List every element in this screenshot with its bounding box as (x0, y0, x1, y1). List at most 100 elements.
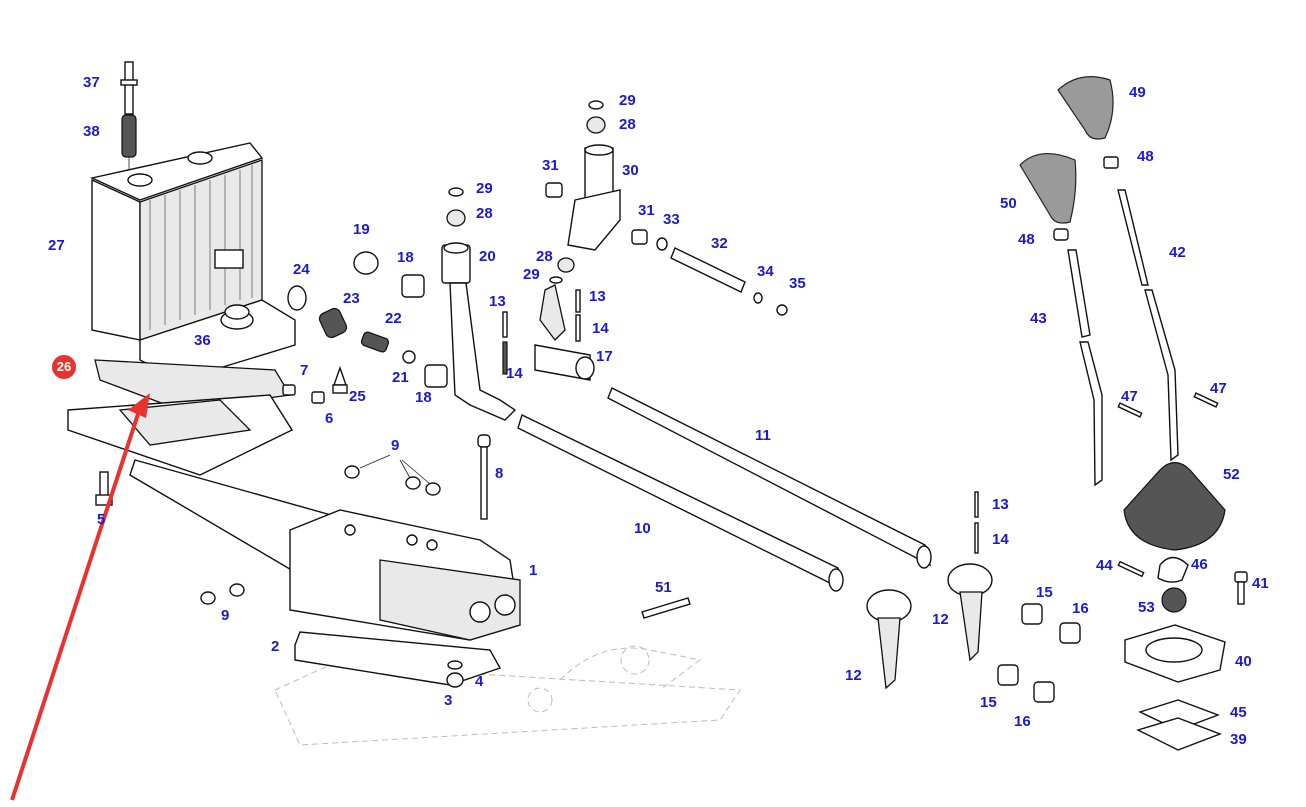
label-part-25: 25 (349, 388, 366, 405)
part-12-shift-fork-a (866, 589, 912, 690)
label-part-36: 36 (194, 332, 211, 349)
part-33-ring (656, 237, 668, 251)
part-29-washer-a (448, 187, 464, 197)
label-part-29-b: 29 (619, 92, 636, 109)
part-29-washer-c (549, 276, 563, 284)
label-part-4: 4 (475, 673, 484, 690)
label-part-13-a: 13 (489, 293, 506, 310)
part-7-plug (282, 384, 296, 396)
part-46-retainer (1157, 556, 1189, 583)
label-part-11: 11 (755, 427, 771, 444)
part-52-boot (1123, 461, 1226, 551)
part-18-bearing-upper (401, 274, 425, 298)
label-part-53: 53 (1138, 599, 1155, 616)
label-part-22: 22 (385, 310, 402, 327)
label-part-9-a: 9 (391, 437, 400, 454)
label-part-15-a: 15 (1036, 584, 1053, 601)
highlight-badge-part-26[interactable]: 26 (52, 355, 76, 379)
part-30-yoke (567, 144, 621, 251)
part-39-plate (1136, 717, 1222, 751)
label-part-13-b: 13 (589, 288, 606, 305)
label-part-14-a: 14 (506, 365, 523, 382)
part-50-knob (1019, 153, 1077, 224)
base-plate-ghost (274, 645, 741, 746)
part-17-shift-finger (534, 284, 595, 381)
label-part-52: 52 (1223, 466, 1240, 483)
part-43-shift-lever (1067, 249, 1103, 487)
part-51-key (641, 597, 691, 619)
part-49-knob (1057, 76, 1114, 140)
label-part-29-c: 29 (523, 266, 540, 283)
part-32-pin (670, 247, 746, 293)
part-53-ball (1161, 587, 1187, 613)
label-part-14-c: 14 (992, 531, 1009, 548)
part-18-bearing-lower (424, 364, 448, 388)
label-part-40: 40 (1235, 653, 1252, 670)
part-6-plug (311, 391, 325, 404)
part-13-pin-b (575, 289, 581, 313)
label-part-13-c: 13 (992, 496, 1009, 513)
part-28-nut-b (586, 116, 606, 134)
part-2-gasket (294, 631, 502, 686)
label-part-20: 20 (479, 248, 496, 265)
part-48-nut-a (1103, 156, 1119, 169)
part-37-stud (120, 61, 138, 115)
part-23-plunger-housing (318, 307, 348, 339)
label-part-15-b: 15 (980, 694, 997, 711)
label-part-2: 2 (271, 638, 280, 655)
part-29-washer-b (588, 100, 604, 110)
part-47-pin-b (1193, 392, 1219, 408)
part-20-lever (441, 242, 517, 421)
part-15-bushing-a (1021, 603, 1043, 625)
label-part-44: 44 (1096, 557, 1113, 574)
part-28-nut-a (446, 209, 466, 227)
label-part-12-b: 12 (845, 667, 862, 684)
label-part-9-b: 9 (221, 607, 230, 624)
label-part-31-b: 31 (638, 202, 655, 219)
label-part-18-upper: 18 (397, 249, 414, 266)
part-22-spring (360, 331, 390, 353)
label-part-5: 5 (97, 511, 106, 528)
label-part-37: 37 (83, 74, 100, 91)
part-14-pin-c (974, 522, 979, 554)
label-part-48-a: 48 (1137, 148, 1154, 165)
part-14-pin-b (575, 314, 581, 342)
label-part-28-c: 28 (536, 248, 553, 265)
part-3-plug (446, 672, 464, 688)
label-part-17: 17 (596, 348, 613, 365)
part-10-shift-rail (517, 414, 844, 592)
part-48-nut-b (1053, 228, 1069, 241)
label-part-47-a: 47 (1121, 388, 1138, 405)
label-part-42: 42 (1169, 244, 1186, 261)
part-34-ring (753, 292, 763, 304)
label-part-28-b: 28 (619, 116, 636, 133)
label-part-38: 38 (83, 123, 100, 140)
label-part-21: 21 (392, 369, 409, 386)
label-part-7: 7 (300, 362, 309, 379)
part-13-pin-c (974, 491, 979, 518)
label-part-50: 50 (1000, 195, 1017, 212)
label-part-24: 24 (293, 261, 310, 278)
part-9-plugs (200, 454, 441, 605)
label-part-30: 30 (622, 162, 639, 179)
label-part-1: 1 (529, 562, 538, 579)
label-part-10: 10 (634, 520, 651, 537)
label-part-47-b: 47 (1210, 380, 1227, 397)
part-19-cap (353, 251, 379, 275)
label-part-16-a: 16 (1072, 600, 1089, 617)
part-31-bushing-b (631, 229, 648, 245)
part-4-washer (447, 660, 463, 670)
label-part-33: 33 (663, 211, 680, 228)
label-part-12-a: 12 (932, 611, 949, 628)
label-part-27: 27 (48, 237, 65, 254)
part-24-o-ring (287, 285, 307, 311)
part-1-lower-housing (289, 509, 521, 641)
label-part-41: 41 (1252, 575, 1269, 592)
part-47-pin-a (1117, 402, 1143, 418)
label-part-45: 45 (1230, 704, 1247, 721)
label-part-35: 35 (789, 275, 806, 292)
label-part-46: 46 (1191, 556, 1208, 573)
part-35-circlip (776, 304, 788, 316)
label-part-18-lower: 18 (415, 389, 432, 406)
